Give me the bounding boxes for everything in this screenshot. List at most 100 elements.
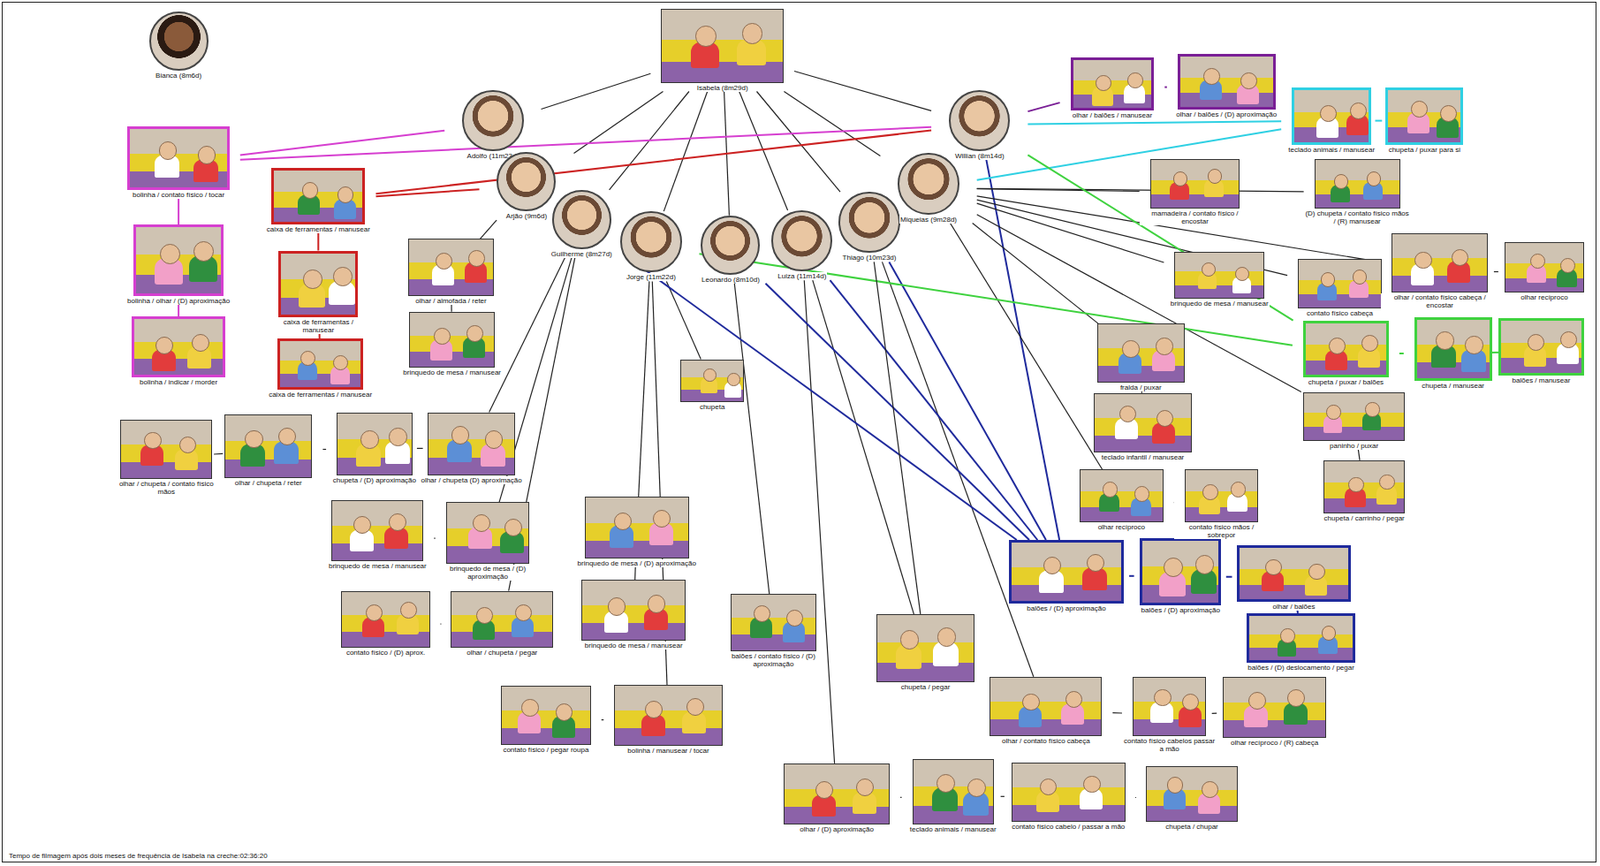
video-still [1291, 87, 1372, 145]
link-line [1129, 575, 1135, 577]
video-still [1297, 258, 1382, 308]
video-still [1070, 57, 1155, 111]
video-still [133, 224, 224, 296]
photo-caption: olhar / contato físico cabeça / encostar [1380, 293, 1499, 310]
photo-caption: olhar recíproco / (R) cabeça [1229, 738, 1320, 747]
child-portrait [700, 215, 760, 275]
video-still [1323, 460, 1405, 514]
video-still [500, 685, 592, 745]
child-head [388, 513, 407, 531]
video-still [1236, 545, 1351, 602]
link-line [977, 203, 1165, 263]
child-head [472, 514, 491, 532]
child-portrait [838, 191, 900, 253]
video-still [876, 614, 975, 682]
child-head [1361, 334, 1379, 352]
photo-caption: caixa de ferramentas / manusear [267, 390, 373, 399]
photo-node: fralda / puxar [1086, 323, 1196, 392]
video-still [224, 414, 312, 478]
child-head [1095, 75, 1112, 91]
child-node: Miqueias (9m28d) [879, 152, 977, 223]
photo-node: olhar / balões / (D) aproximação [1167, 53, 1287, 120]
child-head [555, 703, 573, 721]
video-still [1008, 539, 1123, 604]
child-head [937, 627, 957, 647]
child-name: Jorge (11m22d) [625, 272, 677, 281]
child-head [1527, 333, 1545, 351]
photo-node: olhar / chupeta / contato físico mãos [109, 419, 223, 496]
child-head [1167, 776, 1184, 794]
photo-caption: balões / manusear [1511, 376, 1572, 385]
video-still [271, 167, 365, 225]
photo-caption: contato físico cabeça [1305, 309, 1374, 318]
child-name: Willian (8m14d) [954, 151, 1006, 160]
photo-node: balões / (D) aproximação [1129, 538, 1232, 615]
link-line [1399, 352, 1404, 355]
child-name: Leonardo (8m10d) [700, 275, 761, 284]
child-head [703, 368, 717, 382]
link-line [1173, 501, 1175, 503]
link-line [1164, 86, 1168, 89]
photo-caption: brinquedo de mesa / (D) aproximação [576, 559, 698, 568]
photo-caption: olhar / chupeta / reter [234, 478, 304, 487]
video-still [331, 500, 424, 562]
child-head [1240, 72, 1258, 90]
photo-caption: contato físico cabelo / passar a mão [1010, 822, 1126, 831]
photo-caption: contato físico / pegar roupa [501, 745, 590, 754]
photo-caption: olhar / chupeta (D) aproximação [419, 476, 523, 485]
photo-node: contato físico cabelo / passar a mão [1000, 762, 1137, 831]
video-still [581, 579, 686, 641]
video-still [1132, 676, 1206, 736]
child-head [1235, 266, 1250, 281]
photo-node: chupeta / manusear [1403, 317, 1503, 390]
link-line [1112, 712, 1123, 713]
link-line [1493, 271, 1499, 273]
photo-node: olhar / almofada / reter [397, 238, 505, 305]
link-line [322, 448, 327, 450]
photo-node: olhar / chupeta (D) aproximação [417, 412, 526, 486]
child-head [1326, 404, 1341, 419]
child-head [504, 518, 523, 537]
video-still [278, 250, 358, 318]
photo-caption: chupeta / pegar [900, 682, 952, 691]
photo-node: balões / (D) aproximação [998, 539, 1134, 613]
photo-node: bolinha / olhar / (D) aproximação [122, 224, 235, 305]
child-head [1308, 563, 1326, 581]
photo-node: olhar recíproco [1493, 242, 1595, 303]
link-line [900, 796, 902, 798]
child-head [1065, 690, 1083, 708]
child-head [1083, 775, 1100, 793]
photo-node: contato físico / pegar roupa [490, 685, 602, 754]
video-still [1093, 393, 1192, 453]
link-line [213, 453, 223, 455]
photo-node: brinquedo de mesa / (D) aproximação [574, 496, 700, 567]
link-line [1027, 121, 1282, 124]
link-line [417, 447, 424, 449]
photo-node: teclado infantil / manusear [1083, 393, 1203, 462]
child-head [1352, 269, 1367, 284]
photo-node: contato físico / (D) aprox. [330, 591, 442, 658]
child-head [1440, 105, 1457, 122]
child-head [466, 325, 484, 342]
link-line [1000, 796, 1005, 797]
video-still [409, 311, 495, 369]
photo-caption: olhar / balões [1271, 602, 1316, 611]
photo-node: contato físico cabelos passar a mão [1122, 676, 1217, 753]
child-head [1280, 628, 1295, 643]
child-head [742, 22, 764, 45]
link-line [1375, 120, 1383, 122]
photo-node: olhar / chupeta / pegar [439, 591, 563, 658]
photo-node: bolinha / indicar / morder [121, 316, 236, 387]
photo-node: olhar / (D) aproximação [773, 763, 901, 834]
video-still [1079, 469, 1164, 523]
photo-caption: contato físico / (D) aprox. [345, 648, 426, 657]
child-head [1319, 105, 1337, 122]
child-name: Miqueias (9m28d) [899, 215, 958, 224]
child-head [1230, 481, 1247, 498]
child-head [1435, 331, 1455, 350]
link-line [439, 622, 442, 624]
photo-caption: olhar recíproco [1097, 523, 1146, 531]
child-head [614, 512, 632, 531]
video-still [783, 763, 890, 825]
